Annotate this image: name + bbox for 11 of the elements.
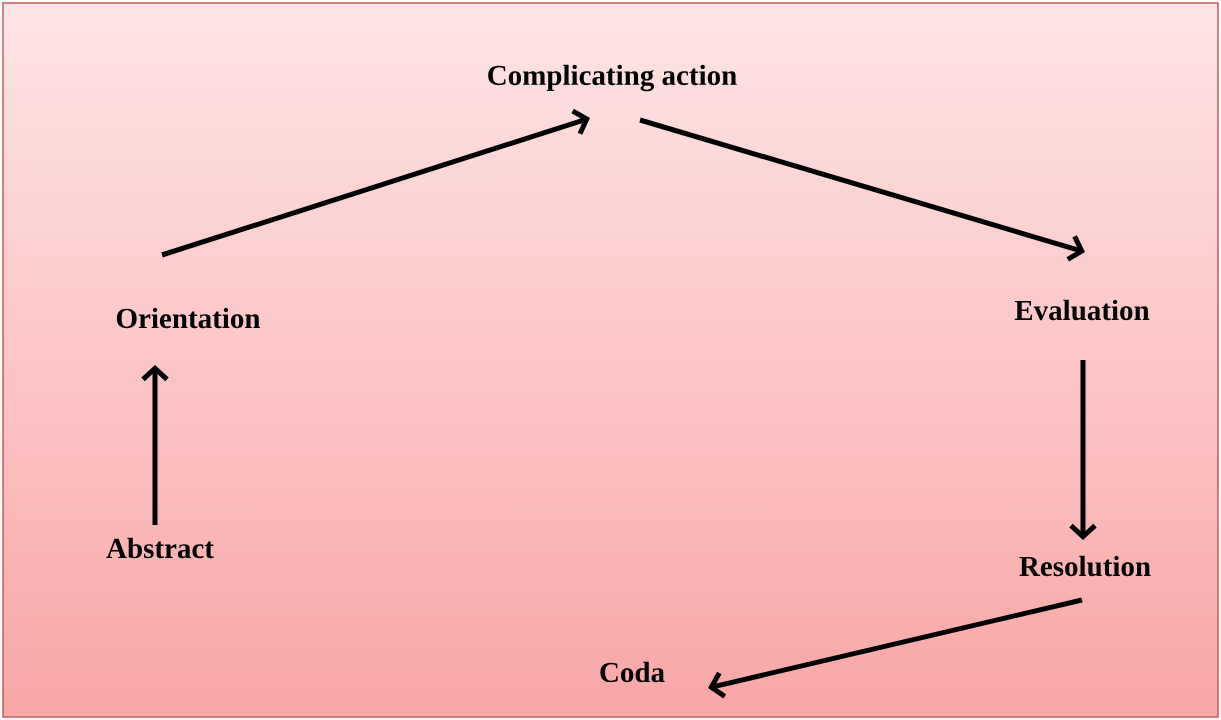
stage-label: Abstract <box>106 537 214 559</box>
arrow <box>708 597 1083 699</box>
arrow <box>1069 360 1097 540</box>
stage-label: Resolution <box>1019 555 1151 577</box>
arrow <box>161 108 590 258</box>
arrow <box>639 117 1085 262</box>
arrow <box>141 365 169 525</box>
stage-label: Coda <box>600 661 665 683</box>
stage-label: Orientation <box>116 307 261 329</box>
stage-label: Complicating action <box>488 64 737 92</box>
stage-label: Evaluation <box>1014 299 1150 321</box>
